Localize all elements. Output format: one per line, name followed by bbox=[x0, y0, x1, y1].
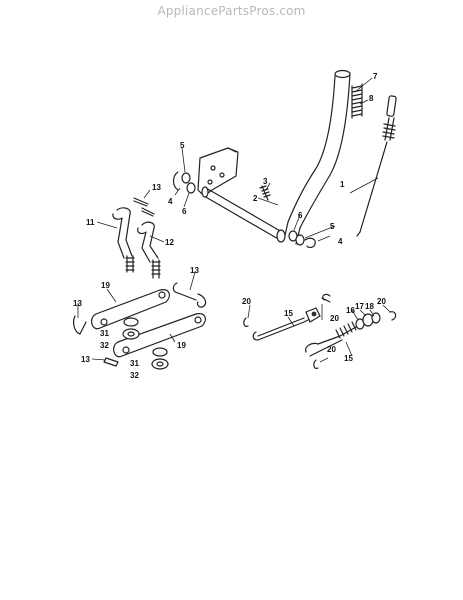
callout-32-lower: 32 bbox=[130, 371, 139, 380]
callout-31-upper: 31 bbox=[100, 329, 109, 338]
callout-3: 3 bbox=[263, 177, 268, 186]
callout-4-right: 4 bbox=[338, 237, 343, 246]
callout-15-lower: 15 bbox=[344, 354, 353, 363]
callout-13-middle: 13 bbox=[190, 266, 199, 275]
callout-13-upper: 13 bbox=[152, 183, 161, 192]
hairpin-clip-middle[interactable] bbox=[172, 282, 207, 308]
hairpin-clip-lower[interactable] bbox=[103, 357, 119, 367]
lift-link-11[interactable] bbox=[112, 207, 135, 273]
spacer-upper[interactable] bbox=[122, 317, 140, 340]
callout-5-right: 5 bbox=[330, 222, 335, 231]
leader-lines bbox=[77, 77, 391, 363]
lift-link-12[interactable] bbox=[137, 221, 161, 279]
callout-20-left: 20 bbox=[242, 297, 251, 306]
callout-11: 11 bbox=[86, 218, 95, 227]
callout-18: 18 bbox=[365, 302, 374, 311]
lift-shaft[interactable] bbox=[201, 186, 286, 243]
mounting-bracket[interactable] bbox=[197, 147, 239, 197]
callout-labels: 1 2 3 4 4 5 5 6 6 7 8 11 12 13 13 13 13 … bbox=[73, 72, 386, 380]
hairpin-clip-left[interactable] bbox=[73, 315, 87, 335]
handle-spring[interactable] bbox=[351, 83, 363, 119]
callout-16: 16 bbox=[346, 306, 355, 315]
callout-1: 1 bbox=[340, 180, 345, 189]
bushing-left[interactable] bbox=[172, 171, 196, 194]
bushings-16-18[interactable] bbox=[355, 312, 381, 330]
callout-20-right: 20 bbox=[377, 297, 386, 306]
release-rod[interactable] bbox=[356, 95, 397, 237]
callout-13-lower: 13 bbox=[81, 355, 90, 364]
callout-19-lower: 19 bbox=[177, 341, 186, 350]
watermark: AppliancePartsPros.com bbox=[157, 4, 306, 18]
rod-bracket[interactable] bbox=[305, 307, 321, 323]
lift-arm-upper[interactable] bbox=[91, 289, 170, 330]
callout-4-left: 4 bbox=[168, 197, 173, 206]
callout-17: 17 bbox=[355, 302, 364, 311]
callout-7: 7 bbox=[373, 72, 378, 81]
bushing-right[interactable] bbox=[288, 230, 316, 249]
lift-handle[interactable] bbox=[283, 69, 351, 245]
callout-12: 12 bbox=[165, 238, 174, 247]
callout-8: 8 bbox=[369, 94, 374, 103]
lift-rod-upper[interactable] bbox=[252, 315, 317, 341]
callout-31-lower: 31 bbox=[130, 359, 139, 368]
hairpin-clip-upper[interactable] bbox=[133, 197, 155, 217]
screw[interactable] bbox=[259, 185, 271, 201]
callout-2: 2 bbox=[253, 194, 258, 203]
clips-20[interactable] bbox=[243, 293, 397, 369]
callout-32-upper: 32 bbox=[100, 341, 109, 350]
spacer-lower[interactable] bbox=[151, 347, 169, 370]
lift-arm-lower[interactable] bbox=[113, 313, 206, 358]
callout-5-left: 5 bbox=[180, 141, 185, 150]
lift-rod-lower[interactable] bbox=[305, 325, 359, 357]
callout-20-lower: 20 bbox=[327, 345, 336, 354]
callout-20-middle: 20 bbox=[330, 314, 339, 323]
callout-6-right: 6 bbox=[298, 211, 303, 220]
rod-spring[interactable] bbox=[335, 321, 357, 339]
callout-6-left: 6 bbox=[182, 207, 187, 216]
callout-13-left: 13 bbox=[73, 299, 82, 308]
callout-19-upper: 19 bbox=[101, 281, 110, 290]
callout-15-upper: 15 bbox=[284, 309, 293, 318]
